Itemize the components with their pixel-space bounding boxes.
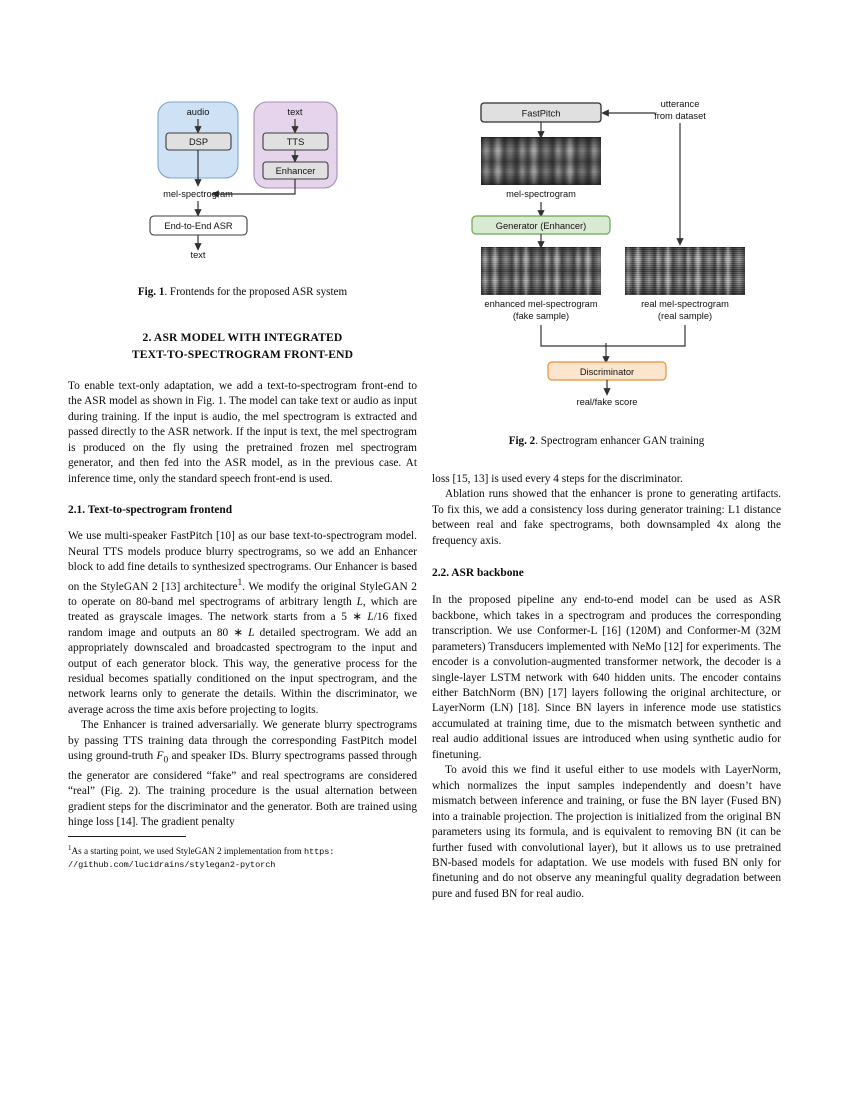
- section-heading-line-1: 2. ASR MODEL WITH INTEGRATED: [142, 331, 343, 344]
- figure-1-caption-text: . Frontends for the proposed ASR system: [164, 286, 348, 298]
- footnote-separator: [68, 835, 186, 837]
- footnote-text: As a starting point, we used StyleGAN 2 …: [71, 845, 304, 856]
- figure-2: FastPitch utterance from dataset mel-spe…: [440, 95, 772, 420]
- fig2-score-label: real/fake score: [577, 397, 638, 407]
- right-paragraph-2: Ablation runs showed that the enhancer i…: [432, 488, 781, 547]
- figure-2-caption: Fig. 2. Spectrogram enhancer GAN trainin…: [432, 434, 781, 448]
- footnote-marker: 1: [68, 843, 72, 852]
- right-paragraph-1: loss [15, 13] is used every 4 steps for …: [432, 473, 683, 485]
- footnote-1: 1As a starting point, we used StyleGAN 2…: [68, 842, 417, 872]
- symbol-L-1: L: [356, 595, 363, 608]
- footnote-url-part1[interactable]: https:: [303, 846, 335, 857]
- section-heading-line-2: TEXT-TO-SPECTROGRAM FRONT-END: [131, 347, 354, 361]
- asr-box-label: End-to-End ASR: [164, 221, 233, 231]
- fastpitch-box-label: FastPitch: [522, 109, 561, 119]
- figure1-output-text-label: text: [191, 250, 206, 260]
- right-paragraph-3: In the proposed pipeline any end-to-end …: [432, 594, 781, 761]
- left-paragraph-2-part4: /16 fixed random image and outputs an 80…: [68, 611, 418, 639]
- left-paragraph-3-part2: and speaker IDs. Blurry spectrograms pas…: [68, 750, 418, 829]
- left-paragraph-2-part1: We use multi-speaker FastPitch [10] as o…: [68, 530, 417, 593]
- left-paragraph-3-part1: The Enhancer is trained adversarially. W…: [68, 719, 417, 763]
- figure1-mel-label: mel-spectrogram: [163, 189, 233, 199]
- left-paragraph-2-part5: detailed spectrogram. We add an appropri…: [68, 626, 417, 716]
- generator-box-label: Generator (Enhancer): [496, 221, 586, 231]
- tts-box-label: TTS: [287, 137, 305, 147]
- enhancer-box-label: Enhancer: [276, 166, 316, 176]
- left-column: 2. ASR MODEL WITH INTEGRATED TEXT-TO-SPE…: [68, 330, 417, 872]
- dsp-box-label: DSP: [189, 137, 208, 147]
- figure1-text-label: text: [288, 107, 303, 117]
- subsection-heading-2-2: 2.2. ASR backbone: [432, 567, 524, 580]
- symbol-L-3: L: [248, 626, 255, 639]
- footnote-ref-1: 1: [237, 577, 243, 588]
- fig2-enhanced-label-line2: (fake sample): [513, 311, 569, 321]
- fig2-enhanced-label-line1: enhanced mel-spectrogram: [484, 299, 597, 309]
- fig2-enhanced-mel-spectrogram-image: [481, 247, 601, 295]
- symbol-F0: F: [156, 750, 164, 763]
- figure-1: audio text DSP TTS Enhancer mel-spec: [130, 88, 430, 278]
- left-paragraph-2-part3: , which are treated as grayscale images.…: [68, 595, 418, 624]
- subsection-heading-2-1: 2.1. Text-to-spectrogram frontend: [68, 504, 233, 517]
- right-column: loss [15, 13] is used every 4 steps for …: [432, 472, 781, 902]
- footnote-url-part2[interactable]: //github.com/lucidrains/stylegan2-pytorc…: [68, 860, 276, 871]
- symbol-L-2: L: [367, 611, 374, 624]
- figure-1-caption-label: Fig. 1: [137, 286, 165, 298]
- right-paragraph-4: To avoid this we find it useful either t…: [432, 764, 781, 900]
- fig2-utterance-label-line2: from dataset: [654, 111, 706, 121]
- left-paragraph-3: The Enhancer is trained adversarially. W…: [68, 718, 417, 830]
- fig2-mel-label: mel-spectrogram: [506, 189, 576, 199]
- discriminator-box-label: Discriminator: [580, 367, 634, 377]
- fig2-mel-spectrogram-image: [481, 137, 601, 185]
- fig2-real-mel-spectrogram-image: [625, 247, 745, 295]
- figure-1-caption: Fig. 1. Frontends for the proposed ASR s…: [68, 285, 417, 299]
- figure-2-caption-text: . Spectrogram enhancer GAN training: [535, 435, 705, 447]
- fig2-real-label-line2: (real sample): [658, 311, 712, 321]
- symbol-F0-subscript: 0: [163, 755, 169, 766]
- fig2-utterance-label-line1: utterance: [661, 99, 700, 109]
- section-heading-2: 2. ASR MODEL WITH INTEGRATED TEXT-TO-SPE…: [68, 330, 417, 363]
- figure1-audio-label: audio: [187, 107, 210, 117]
- left-paragraph-1: To enable text-only adaptation, we add a…: [68, 380, 417, 485]
- fig2-real-label-line1: real mel-spectrogram: [641, 299, 729, 309]
- left-paragraph-2-part2: . We modify the original StyleGAN 2 to o…: [68, 580, 417, 608]
- left-paragraph-2: We use multi-speaker FastPitch [10] as o…: [68, 529, 417, 718]
- figure-2-caption-label: Fig. 2: [508, 435, 536, 447]
